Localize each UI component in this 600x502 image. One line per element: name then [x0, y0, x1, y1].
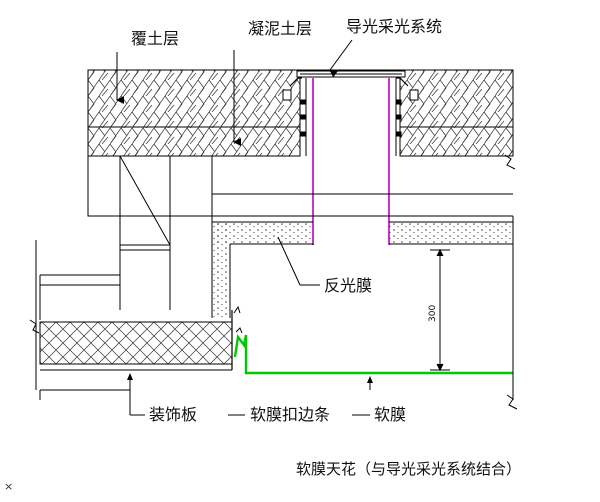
column: [87, 155, 513, 310]
decorative-board-slab: [39, 321, 233, 391]
roof-slab: [87, 69, 516, 170]
decorative-board-label: 装饰板: [149, 405, 198, 424]
skylight-cap: [282, 70, 419, 137]
corner-mark: ×: [4, 480, 14, 493]
dimension-text: 300: [428, 304, 438, 322]
edge-strip-detail: [231, 305, 243, 370]
concrete-layer-label: 凝泥土层: [248, 19, 313, 38]
reflective-film-label: 反光膜: [324, 276, 373, 295]
leader-lines: [116, 39, 371, 416]
soft-film: [233, 333, 513, 375]
light-pipe: [312, 78, 390, 245]
dimension-line: [430, 248, 450, 372]
light-guide-system-label: 导光采光系统: [346, 17, 443, 36]
caption: 软膜天花（与导光采光系统结合）: [296, 460, 522, 478]
soft-film-edge-strip-label: 软膜扣边条: [250, 405, 331, 424]
left-wall: [29, 240, 120, 390]
cover-soil-label: 覆土层: [131, 29, 180, 48]
soft-film-label: 软膜: [374, 405, 407, 424]
ceiling-structure: [211, 221, 513, 318]
